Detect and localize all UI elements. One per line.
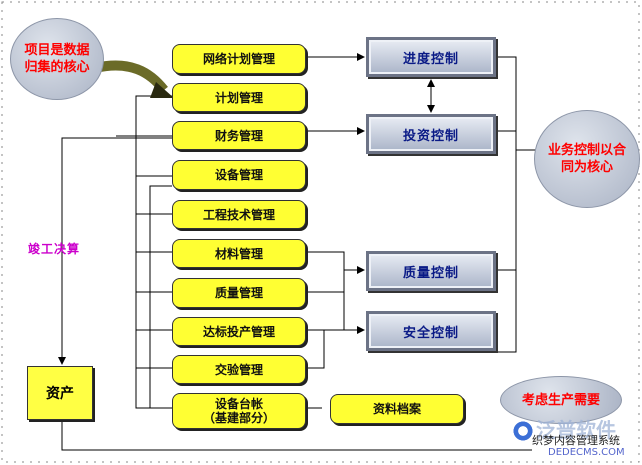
investment-control-label: 投资控制 [402, 128, 459, 144]
production-box[interactable]: 达标投产管理 [172, 317, 306, 346]
finance-label: 财务管理 [214, 128, 263, 143]
quality-control-label: 质量控制 [402, 265, 459, 281]
plan-box[interactable]: 计划管理 [172, 83, 306, 112]
plan-label: 计划管理 [214, 90, 263, 105]
network-plan-label: 网络计划管理 [202, 52, 275, 66]
watermark-cms: 织梦内容管理系统 [532, 434, 620, 447]
assets-box[interactable]: 资产 [27, 366, 93, 420]
equipment-ledger-sub-label: （基建部分） [202, 411, 275, 425]
archives-label: 资料档案 [372, 402, 421, 416]
progress-control-label: 进度控制 [402, 51, 459, 67]
quality-control-box[interactable]: 质量控制 [366, 251, 496, 291]
safety-control-box[interactable]: 安全控制 [366, 311, 496, 351]
equipment-box[interactable]: 设备管理 [172, 160, 306, 190]
data-core-circle: 项目是数据归集的核心 [10, 18, 104, 100]
final-accounts-label: 竣工决算 [28, 242, 81, 256]
investment-control-box[interactable]: 投资控制 [366, 114, 496, 154]
consider-production-ellipse: 考虑生产需要 [500, 376, 622, 424]
consider-production-text: 考虑生产需要 [521, 392, 600, 408]
progress-control-box[interactable]: 进度控制 [366, 37, 496, 77]
equipment-ledger-box[interactable]: 设备台帐 （基建部分） [172, 393, 306, 429]
watermark-site: DEDECMS.COM [548, 447, 625, 458]
equipment-ledger-label: 设备台帐 [214, 397, 263, 411]
network-plan-box[interactable]: 网络计划管理 [172, 44, 306, 74]
archives-box[interactable]: 资料档案 [330, 394, 464, 424]
data-core-text: 项目是数据归集的核心 [24, 43, 90, 75]
materials-label: 材料管理 [214, 246, 263, 261]
business-core-text: 业务控制以合同为核心 [547, 143, 626, 175]
watermark-brand: 泛普软件 [536, 418, 616, 442]
quality-label: 质量管理 [214, 286, 263, 300]
watermark-logo-icon [512, 420, 534, 442]
materials-box[interactable]: 材料管理 [172, 239, 306, 268]
equipment-label: 设备管理 [214, 168, 263, 182]
acceptance-box[interactable]: 交验管理 [172, 355, 306, 384]
safety-control-label: 安全控制 [402, 325, 459, 341]
production-label: 达标投产管理 [202, 324, 275, 339]
acceptance-label: 交验管理 [214, 362, 263, 377]
assets-label: 资产 [46, 386, 74, 402]
engineering-tech-label: 工程技术管理 [202, 207, 275, 222]
engineering-tech-box[interactable]: 工程技术管理 [172, 200, 306, 229]
business-core-circle: 业务控制以合同为核心 [534, 110, 640, 208]
quality-box[interactable]: 质量管理 [172, 278, 306, 308]
finance-box[interactable]: 财务管理 [172, 121, 306, 150]
